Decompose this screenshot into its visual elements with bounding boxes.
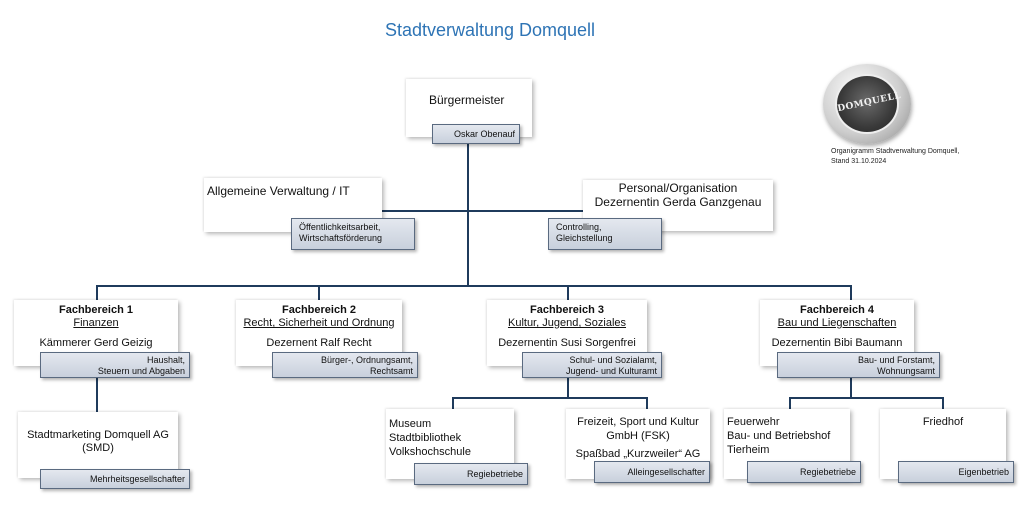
staff-right-title-line1: Personal/Organisation: [618, 181, 738, 195]
unit-museum-line1: Museum: [389, 418, 432, 430]
unit-friedhof-tag: Eigenbetrieb: [898, 461, 1014, 483]
department-2-tag-line2: Rechtsamt: [369, 366, 413, 376]
department-1-subtitle: Finanzen: [73, 317, 119, 329]
logo-wordmark: DOMQUELL: [836, 90, 903, 115]
unit-fsk-line3: Spaßbad „Kurzweiler“ AG: [575, 448, 701, 460]
department-3-tag-line2: Jugend- und Kulturamt: [565, 366, 657, 376]
connector-departments-horizontal: [96, 285, 851, 287]
staff-left-box: Allgemeine Verwaltung / IT: [204, 178, 382, 232]
connector-fb3-down: [567, 378, 569, 398]
staff-left-tag-line1: Öffentlichkeitsarbeit,: [299, 222, 381, 232]
connector-fb4-drop: [850, 285, 852, 300]
unit-fsk-line2: GmbH (FSK): [606, 430, 670, 442]
unit-feuerwehr-tag: Regiebetriebe: [747, 461, 861, 483]
connector-fb2-drop: [318, 285, 320, 300]
connector-fb4-left-drop: [789, 397, 791, 409]
unit-fsk-tag: Alleingesellschafter: [594, 461, 710, 483]
unit-smd-tag: Mehrheitsgesellschafter: [40, 469, 190, 489]
connector-fb4-right-drop: [942, 397, 944, 409]
department-2-tag-line1: Bürger-, Ordnungsamt,: [320, 355, 413, 365]
mayor-title: Bürgermeister: [429, 93, 505, 107]
department-3-tag-line1: Schul- und Sozialamt,: [569, 355, 657, 365]
connector-fb3-horizontal: [452, 397, 648, 399]
department-2-head: Dezernent Ralf Recht: [266, 337, 372, 349]
unit-smd-line1: Stadtmarketing Domquell AG: [27, 429, 169, 441]
connector-fb3-drop: [567, 285, 569, 300]
staff-right-tag-line1: Controlling,: [556, 222, 602, 232]
staff-right-box: Personal/Organisation Dezernentin Gerda …: [583, 180, 773, 231]
connector-staff-horizontal: [353, 210, 603, 212]
connector-fb1-drop: [96, 285, 98, 300]
staff-left-title: Allgemeine Verwaltung / IT: [207, 184, 350, 198]
unit-feuerwehr-line1: Feuerwehr: [727, 416, 780, 428]
department-4-heading: Fachbereich 4: [800, 304, 874, 316]
connector-trunk: [467, 144, 469, 286]
domquell-logo: DOMQUELL: [823, 64, 911, 144]
department-3-box: Fachbereich 3 Kultur, Jugend, Soziales D…: [487, 300, 647, 366]
connector-fb1-smd: [96, 378, 98, 412]
department-3-tag: Schul- und Sozialamt, Jugend- und Kultur…: [522, 352, 662, 378]
caption-line1: Organigramm Stadtverwaltung Domquell,: [831, 148, 960, 155]
unit-feuerwehr-line2: Bau- und Betriebshof: [727, 430, 831, 442]
department-3-subtitle: Kultur, Jugend, Soziales: [507, 317, 627, 329]
unit-smd-box: Stadtmarketing Domquell AG (SMD): [18, 412, 178, 478]
caption: Organigramm Stadtverwaltung Domquell, St…: [831, 147, 959, 167]
mayor-name-tag: Oskar Obenauf: [432, 124, 520, 144]
department-1-heading: Fachbereich 1: [59, 304, 133, 316]
department-4-tag: Bau- und Forstamt, Wohnungsamt: [777, 352, 940, 378]
unit-smd-line2: (SMD): [82, 442, 114, 454]
department-4-subtitle: Bau und Liegenschaften: [777, 317, 897, 329]
department-4-tag-line2: Wohnungsamt: [877, 366, 935, 376]
department-2-heading: Fachbereich 2: [282, 304, 356, 316]
staff-right-tag: Controlling, Gleichstellung: [548, 218, 662, 250]
connector-fb3-right-drop: [646, 397, 648, 409]
department-3-head: Dezernentin Susi Sorgenfrei: [498, 337, 636, 349]
department-1-head: Kämmerer Gerd Geizig: [39, 337, 153, 349]
caption-line2: Stand 31.10.2024: [831, 158, 887, 165]
staff-left-tag-line2: Wirtschaftsförderung: [299, 233, 383, 243]
department-4-head: Dezernentin Bibi Baumann: [771, 337, 903, 349]
unit-feuerwehr-line3: Tierheim: [727, 444, 770, 456]
department-1-tag-line2: Steuern und Abgaben: [97, 366, 185, 376]
unit-fsk-line1: Freizeit, Sport und Kultur: [577, 416, 699, 428]
connector-fb3-left-drop: [452, 397, 454, 409]
department-1-tag-line1: Haushalt,: [146, 355, 185, 365]
department-4-tag-line1: Bau- und Forstamt,: [857, 355, 935, 365]
staff-right-title-line2: Dezernentin Gerda Ganzgenau: [594, 195, 762, 209]
department-3-heading: Fachbereich 3: [530, 304, 604, 316]
connector-fb4-down: [850, 378, 852, 398]
staff-right-tag-line2: Gleichstellung: [556, 233, 613, 243]
unit-museum-line2: Stadtbibliothek: [389, 432, 462, 444]
unit-museum-line3: Volkshochschule: [389, 446, 471, 458]
department-2-subtitle: Recht, Sicherheit und Ordnung: [243, 317, 395, 329]
page-title: Stadtverwaltung Domquell: [384, 20, 596, 40]
staff-left-tag: Öffentlichkeitsarbeit, Wirtschaftsförder…: [291, 218, 415, 250]
connector-fb4-horizontal: [789, 397, 944, 399]
department-1-tag: Haushalt, Steuern und Abgaben: [40, 352, 190, 378]
unit-museum-tag: Regiebetriebe: [414, 463, 528, 485]
department-2-tag: Bürger-, Ordnungsamt, Rechtsamt: [272, 352, 418, 378]
unit-friedhof-line1: Friedhof: [922, 416, 964, 428]
